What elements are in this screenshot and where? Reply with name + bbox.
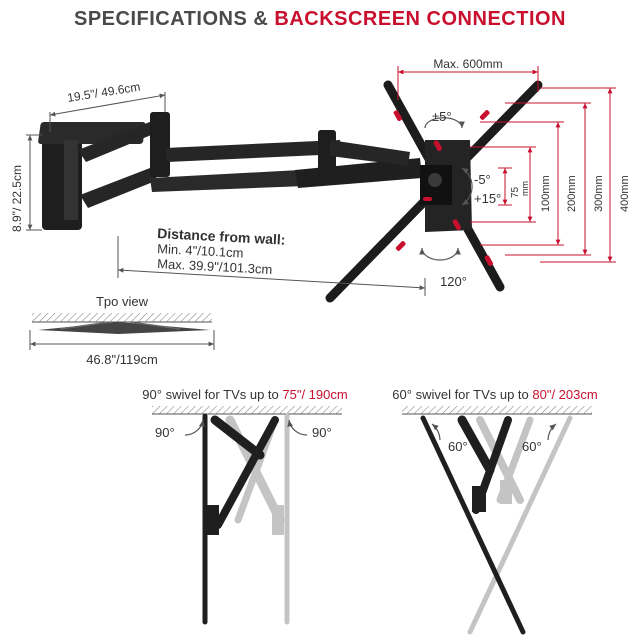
rotation-label: 120° bbox=[440, 274, 467, 289]
swivel-90-wall bbox=[152, 406, 342, 414]
swivel-60-dark-mount bbox=[420, 415, 526, 635]
vesa-bracket bbox=[325, 80, 543, 303]
swivel-60-wall bbox=[402, 406, 592, 414]
top-view-wall bbox=[32, 313, 212, 322]
swivel-60-right-angle: 60° bbox=[522, 439, 542, 454]
swivel-60-prefix: 60° swivel for TVs up to bbox=[392, 387, 532, 402]
wall-mount-illustration bbox=[38, 80, 543, 303]
swivel-90-prefix: 90° swivel for TVs up to bbox=[142, 387, 282, 402]
top-view-title: Tpo view bbox=[96, 294, 149, 309]
swivel-60-panel: 60° swivel for TVs up to 80"/ 203cm 60° bbox=[392, 387, 598, 635]
page-title: SPECIFICATIONS & BACKSCREEN CONNECTION bbox=[0, 8, 640, 31]
title-specifications: SPECIFICATIONS & bbox=[74, 8, 275, 30]
distance-min: Min. 4"/10.1cm bbox=[157, 241, 244, 260]
vesa-vertical-dimensions bbox=[470, 87, 616, 263]
swivel-90-left-angle: 90° bbox=[155, 425, 175, 440]
vesa-400-label: 400mm bbox=[619, 175, 631, 212]
swivel-90-right-angle: 90° bbox=[312, 425, 332, 440]
distance-max: Max. 39.9"/101.3cm bbox=[157, 256, 273, 277]
swivel-90-dark-mount bbox=[202, 413, 279, 625]
wall-plate-height-label: 8.9"/ 22.5cm bbox=[10, 165, 24, 232]
tilt-up-label: +15° bbox=[474, 191, 501, 206]
swivel-90-caption: 90° swivel for TVs up to 75"/ 190cm bbox=[142, 387, 347, 402]
first-arm bbox=[78, 112, 170, 208]
top-view: Tpo view 46.8"/119cm bbox=[29, 294, 215, 367]
swivel-60-left-angle: 60° bbox=[448, 439, 468, 454]
wall-plate-height-dimension: 8.9"/ 22.5cm bbox=[10, 134, 42, 232]
rotation-indicator: 120° bbox=[419, 247, 467, 289]
distance-from-wall: Distance from wall: Min. 4"/10.1cm Max. … bbox=[117, 225, 426, 296]
vesa-100-label: 100mm bbox=[540, 175, 552, 212]
vesa-vertical-labels: 75 mm 100mm 200mm 300mm 400mm bbox=[510, 175, 631, 212]
swivel-60-ghost-mount bbox=[467, 415, 573, 635]
tilt-label: ±5° bbox=[432, 109, 452, 124]
swivel-90-size: 75"/ 190cm bbox=[282, 387, 347, 402]
vesa-75-label: 75 bbox=[510, 186, 521, 198]
vesa-300-label: 300mm bbox=[593, 175, 605, 212]
title-backscreen: BACKSCREEN CONNECTION bbox=[274, 8, 566, 30]
swivel-90-panel: 90° swivel for TVs up to 75"/ 190cm 90° bbox=[142, 387, 348, 625]
second-arm bbox=[150, 130, 422, 192]
swivel-60-caption: 60° swivel for TVs up to 80"/ 203cm bbox=[392, 387, 597, 402]
top-view-width-label: 46.8"/119cm bbox=[86, 352, 158, 367]
tilt-down-label: -5° bbox=[474, 172, 491, 187]
swivel-60-size: 80"/ 203cm bbox=[532, 387, 597, 402]
distance-title: Distance from wall: bbox=[157, 225, 286, 248]
vesa-200-label: 200mm bbox=[566, 175, 578, 212]
vesa-75-unit-label: mm bbox=[520, 181, 530, 196]
max-vesa-dimension: Max. 600mm bbox=[397, 57, 539, 100]
tilt-indicator: ±5° -5° +15° bbox=[424, 109, 501, 206]
max-vesa-label: Max. 600mm bbox=[433, 57, 502, 71]
